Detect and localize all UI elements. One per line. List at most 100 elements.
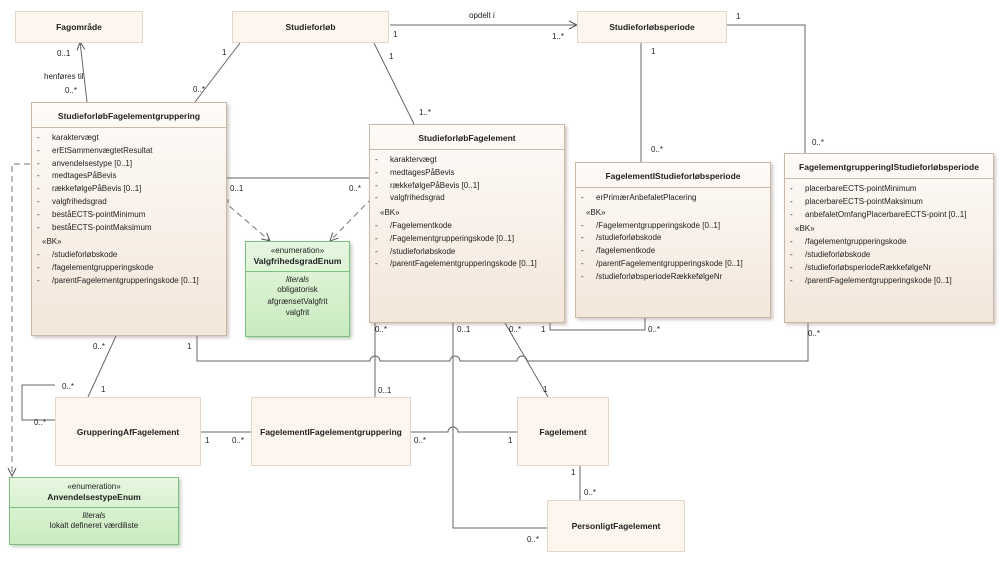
- bk-attribute-row: -/Fagelementgrupperingskode [0..1]: [375, 233, 515, 243]
- enum-literal: valgfrit: [285, 308, 310, 317]
- bk-attribute-row: -/parentFagelementgrupperingskode [0..1]: [581, 258, 743, 268]
- class-name: Fagområde: [56, 22, 102, 32]
- enum-stereotype: «enumeration»: [270, 246, 325, 255]
- enum-literals-title: literals: [285, 275, 310, 284]
- class-studieforloeb-fagelement[interactable]: StudieforløbFagelement -karaktervægt -me…: [369, 124, 565, 323]
- bk-attribute-row: -/studieforløbskode: [790, 249, 871, 259]
- class-studieforloeb[interactable]: Studieforløb: [232, 11, 389, 43]
- bk-attribute-row: -/fagelementkode: [581, 246, 656, 256]
- class-divider: [370, 149, 564, 150]
- multiplicity-label: 0..*: [527, 535, 540, 544]
- edge-sfe-fisp: [549, 318, 646, 331]
- multiplicity-label: 1: [101, 385, 106, 394]
- bk-attribute-row: -/parentFagelementgrupperingskode [0..1]: [37, 275, 199, 285]
- class-fagomraade[interactable]: Fagområde: [15, 11, 143, 43]
- multiplicity-label: 1: [541, 325, 546, 334]
- bk-attribute-row: -/studieforløbskode: [37, 250, 118, 260]
- class-divider: [785, 178, 993, 179]
- multiplicity-label: 0..*: [65, 86, 78, 95]
- multiplicity-label: 0..*: [648, 325, 661, 334]
- bk-attribute-row: -/parentFagelementgrupperingskode [0..1]: [790, 275, 952, 285]
- dep-sfe-valgfrihed: [330, 197, 373, 241]
- class-name: FagelementgrupperingIStudieforløbsperiod…: [799, 162, 979, 172]
- multiplicity-label: 1: [205, 436, 210, 445]
- enum-literals-title: literals: [82, 511, 106, 520]
- multiplicity-label: 1: [222, 48, 227, 57]
- multiplicity-label: 1: [571, 468, 576, 477]
- enum-stereotype: «enumeration»: [67, 482, 121, 491]
- bk-stereotype: «BK»: [42, 237, 62, 247]
- multiplicity-label: 0..1: [457, 325, 471, 334]
- attribute-row: -valgfrihedsgrad: [37, 196, 107, 206]
- multiplicity-label: 0..1: [57, 49, 71, 58]
- assoc-label-henfoeres-til: henføres til: [44, 72, 84, 81]
- bk-stereotype: «BK»: [586, 207, 606, 217]
- multiplicity-label: 1: [508, 436, 513, 445]
- enum-literal: obligatorisk: [277, 285, 318, 294]
- attribute-row: -rækkefølgePåBevis [0..1]: [375, 180, 480, 190]
- multiplicity-label: 1: [736, 12, 741, 21]
- bk-attribute-row: -/studieforløbskode: [375, 246, 456, 256]
- class-fagelement-i-studieforloebsperiode[interactable]: FagelementIStudieforløbsperiode -erPrimæ…: [575, 162, 771, 318]
- class-personligt-fagelement[interactable]: PersonligtFagelement: [547, 500, 685, 552]
- multiplicity-label: 0..*: [414, 436, 427, 445]
- class-divider: [32, 127, 226, 128]
- class-fagelementgruppering-i-studieforloebsperiode[interactable]: FagelementgrupperingIStudieforløbsperiod…: [784, 153, 994, 323]
- multiplicity-label: 0..*: [375, 325, 388, 334]
- multiplicity-label: 0..*: [812, 138, 825, 147]
- attribute-row: -medtagesPåBevis: [375, 167, 455, 177]
- attribute-row: -erPrimærAnbefaletPlacering: [581, 193, 697, 202]
- edge-sff-fgisp: [196, 323, 809, 362]
- attribute-row: -valgfrihedsgrad: [375, 193, 445, 203]
- class-name: GrupperingAfFagelement: [76, 426, 180, 437]
- class-fagelement-i-fagelementgruppering[interactable]: FagelementIFagelementgruppering: [251, 397, 411, 466]
- class-studieforloebsperiode[interactable]: Studieforløbsperiode: [577, 11, 727, 43]
- multiplicity-label: 1: [389, 52, 394, 61]
- enum-name: ValgfrihedsgradEnum: [253, 256, 342, 266]
- class-divider: [576, 187, 770, 188]
- attribute-list: -placerbareECTS-pointMinimum -placerbare…: [785, 179, 993, 221]
- edge-fifg-fagelement: [411, 426, 517, 433]
- multiplicity-label: 0..*: [232, 436, 245, 445]
- multiplicity-label: 1: [651, 47, 656, 56]
- class-gruppering-af-fagelement[interactable]: GrupperingAfFagelement: [55, 397, 201, 466]
- class-name: FagelementIStudieforløbsperiode: [605, 171, 741, 181]
- bk-attribute-row: -/studieforløbsperiodeRækkefølgeNr: [581, 271, 723, 281]
- class-name: Fagelement: [539, 426, 587, 437]
- edge-studieforloeb-sff: [194, 42, 241, 103]
- multiplicity-label: 1..*: [552, 32, 565, 41]
- edge-periode-fgisp: [727, 24, 806, 153]
- attribute-row: -placerbareECTS-pointMinimum: [790, 184, 917, 193]
- attribute-row: -karaktervægt: [37, 133, 99, 142]
- bk-attribute-row: -/fagelementgrupperingskode: [37, 262, 154, 272]
- bk-attribute-row: -/parentFagelementgrupperingskode [0..1]: [375, 259, 537, 269]
- dep-sff-anvendelsestype: [12, 163, 40, 476]
- class-name: FagelementIFagelementgruppering: [260, 426, 402, 437]
- attribute-row: -rækkefølgePåBevis [0..1]: [37, 184, 142, 194]
- attribute-row: -medtagesPåBevis: [37, 171, 117, 181]
- edge-sfe-personligt: [452, 323, 547, 529]
- class-studieforloeb-fagelementgruppering[interactable]: StudieforløbFagelementgruppering -karakt…: [31, 102, 227, 336]
- edge-henfoeres-til: [80, 42, 88, 103]
- bk-stereotype: «BK»: [795, 224, 815, 234]
- bk-attribute-row: -/fagelementgrupperingskode: [790, 237, 907, 247]
- class-fagelement[interactable]: Fagelement: [517, 397, 609, 466]
- enum-valgfrihedsgrad[interactable]: «enumeration» ValgfrihedsgradEnum litera…: [245, 241, 350, 337]
- multiplicity-label: 0..*: [808, 329, 821, 338]
- multiplicity-label: 0..*: [584, 488, 597, 497]
- attribute-row: -erEtSammenvægtetResultat: [37, 145, 153, 155]
- edge-sfe-fagelement: [504, 322, 549, 398]
- enum-anvendelsestype[interactable]: «enumeration» AnvendelsestypeEnum litera…: [9, 477, 179, 545]
- enum-literal: lokalt defineret værdiliste: [49, 521, 139, 530]
- multiplicity-label: 1: [543, 385, 548, 394]
- edge-gruppering-self: [21, 384, 55, 421]
- attribute-row: -anvendelsestype [0..1]: [37, 158, 133, 168]
- enum-literal: afgrænsetValgfrit: [267, 296, 328, 306]
- bk-attribute-row: -/studieforløbsperiodeRækkefølgeNr: [790, 262, 932, 272]
- edge-sff-gruppering: [87, 335, 117, 398]
- bk-stereotype: «BK»: [380, 208, 400, 218]
- edge-studieforloeb-sfe: [373, 42, 415, 125]
- attribute-list: -karaktervægt -erEtSammenvægtetResultat …: [32, 128, 226, 234]
- multiplicity-label: 1..*: [419, 108, 432, 117]
